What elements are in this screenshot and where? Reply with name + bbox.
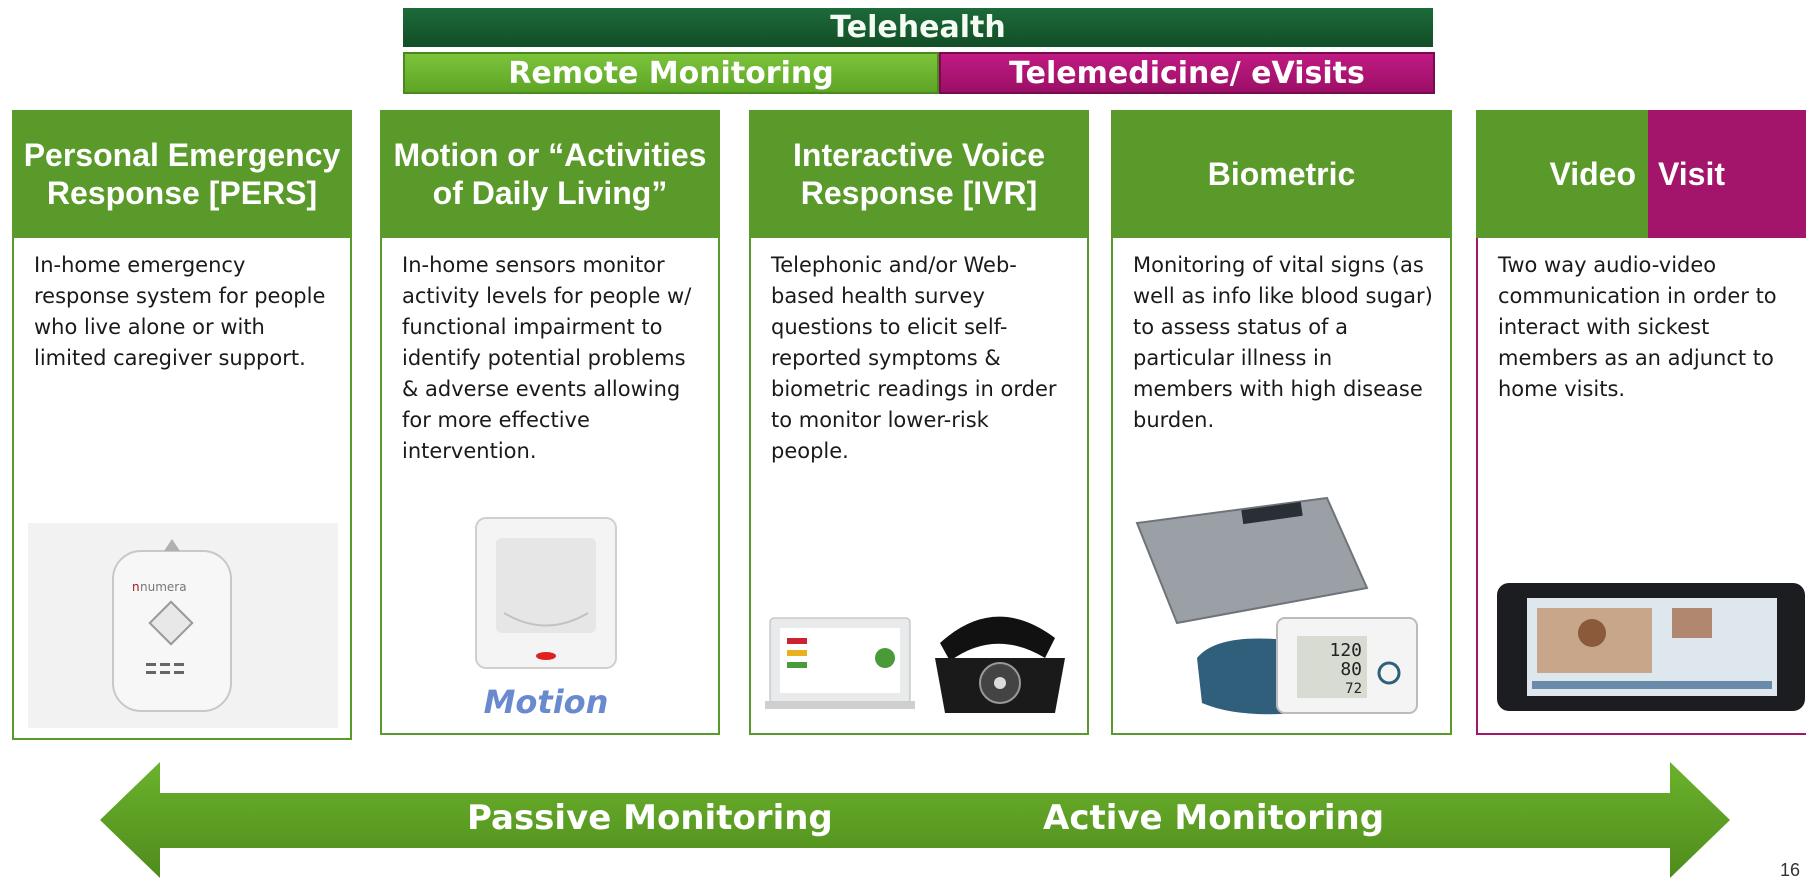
ivr-title: Interactive Voice Response [IVR]	[749, 110, 1089, 238]
remote-monitoring-banner: Remote Monitoring	[403, 52, 939, 94]
video-visit-body: Two way audio-video communication in ord…	[1476, 238, 1806, 735]
video-title: Video	[1476, 110, 1648, 238]
bp-systolic: 120	[1329, 640, 1362, 661]
page-number: 16	[1779, 860, 1800, 880]
active-monitoring-label: Active Monitoring	[1043, 798, 1385, 838]
telephone-laptop-image	[765, 616, 1065, 713]
passive-monitoring-label: Passive Monitoring	[467, 798, 833, 838]
ivr-description: Telephonic and/or Web-based health surve…	[771, 253, 1057, 463]
pers-column: Personal Emergency Response [PERS] In-ho…	[12, 110, 352, 740]
bp-diastolic: 80	[1340, 659, 1362, 680]
pers-body: In-home emergency response system for pe…	[12, 238, 352, 740]
visit-title: Visit	[1648, 110, 1806, 238]
scale-and-bp-monitor-image: 120 80 72	[1135, 496, 1418, 715]
svg-text:n: n	[132, 580, 140, 594]
video-tablet-image	[1497, 583, 1805, 711]
motion-sensor-image: Motion	[475, 517, 617, 721]
motion-column: Motion or “Activities of Daily Living” I…	[380, 110, 720, 735]
video-visit-column: Video Visit Two way audio-video communic…	[1476, 110, 1806, 735]
motion-title: Motion or “Activities of Daily Living”	[380, 110, 720, 238]
motion-body: In-home sensors monitor activity levels …	[380, 238, 720, 735]
biometric-body: Monitoring of vital signs (as well as in…	[1111, 238, 1452, 735]
biometric-description: Monitoring of vital signs (as well as in…	[1133, 253, 1433, 432]
biometric-column: Biometric Monitoring of vital signs (as …	[1111, 110, 1452, 735]
pers-device-image: n numera	[28, 523, 338, 728]
monitoring-double-arrow	[100, 762, 1730, 878]
telemedicine-banner: Telemedicine/ eVisits	[939, 52, 1435, 94]
ivr-body: Telephonic and/or Web-based health surve…	[749, 238, 1089, 735]
bp-pulse: 72	[1345, 681, 1362, 697]
numera-brand-text: numera	[140, 580, 187, 594]
motion-description: In-home sensors monitor activity levels …	[402, 253, 692, 463]
telehealth-banner: Telehealth	[403, 8, 1433, 47]
ivr-column: Interactive Voice Response [IVR] Telepho…	[749, 110, 1089, 735]
pers-title: Personal Emergency Response [PERS]	[12, 110, 352, 238]
motion-caption: Motion	[484, 683, 609, 721]
video-visit-title: Video Visit	[1476, 110, 1806, 238]
biometric-title: Biometric	[1111, 110, 1452, 238]
video-visit-description: Two way audio-video communication in ord…	[1498, 253, 1777, 401]
pers-description: In-home emergency response system for pe…	[34, 253, 326, 370]
